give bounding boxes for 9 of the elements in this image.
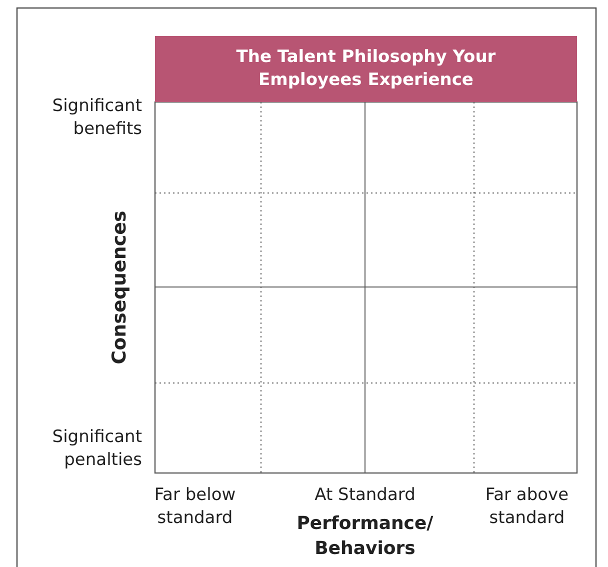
- axis-tick-label: Far above standard: [484, 484, 570, 530]
- axis-tick-label: Significant penalties: [51, 426, 142, 472]
- axis-tick-label: Significant benefits: [51, 95, 142, 141]
- axis-tick-label: At Standard: [314, 484, 416, 507]
- axis-tick-label: Far below standard: [153, 484, 237, 530]
- header-band: [155, 36, 577, 102]
- axis-title: Consequences: [108, 210, 132, 366]
- axis-title: Performance/ Behaviors: [296, 512, 434, 561]
- header-title: The Talent Philosophy Your Employees Experience: [235, 46, 497, 92]
